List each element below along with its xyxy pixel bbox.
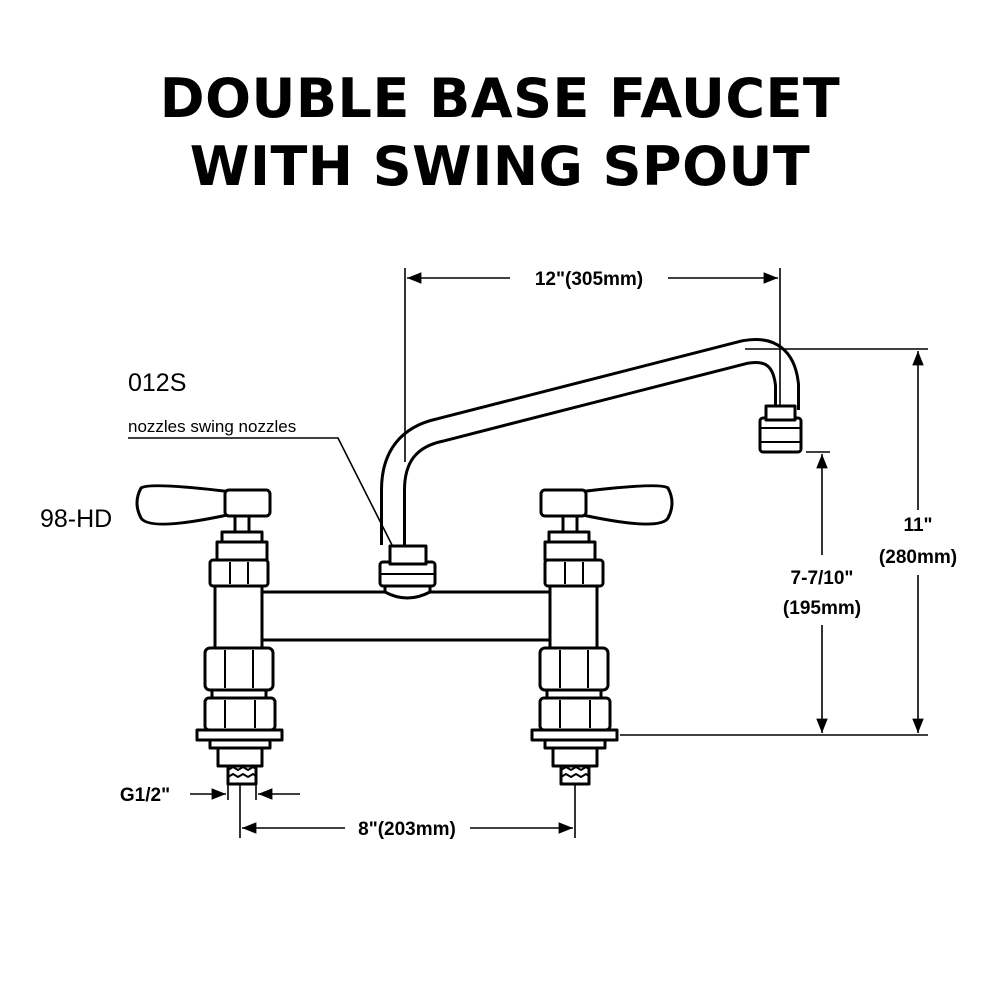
spout-reach-label: 12"(305mm) xyxy=(535,269,643,290)
right-valve xyxy=(530,484,674,786)
body-bar xyxy=(260,590,556,642)
thread-label: G1/2" xyxy=(120,785,170,806)
total-height-inch-label: 11" xyxy=(903,515,932,536)
diagram-title-line-2: WITH SWING SPOUT xyxy=(189,135,811,198)
swing-spout xyxy=(380,338,803,545)
center-spacing-label: 8"(203mm) xyxy=(358,819,456,840)
spout-height-mm-label: (195mm) xyxy=(783,598,861,619)
handle-model-label: 98-HD xyxy=(40,505,112,533)
dimension-spout-reach: 12"(305mm) xyxy=(404,268,781,462)
spout-height-inch-label: 7-7/10" xyxy=(791,568,854,589)
spout-callout: 012S nozzles swing nozzles xyxy=(128,369,393,546)
total-height-mm-label: (280mm) xyxy=(879,547,957,568)
spout-swivel-nut xyxy=(378,544,437,600)
diagram-title-line-1: DOUBLE BASE FAUCET xyxy=(159,67,841,130)
dimension-spout-height: 7-7/10" (195mm) xyxy=(783,451,861,733)
spout-model-label: 012S xyxy=(128,369,186,397)
dimension-center-spacing: 8"(203mm) xyxy=(239,785,576,840)
spout-description-label: nozzles swing nozzles xyxy=(128,417,296,436)
dimension-thread: G1/2" xyxy=(120,785,300,806)
dimension-total-height: 11" (280mm) xyxy=(620,348,957,736)
left-valve xyxy=(135,484,284,786)
